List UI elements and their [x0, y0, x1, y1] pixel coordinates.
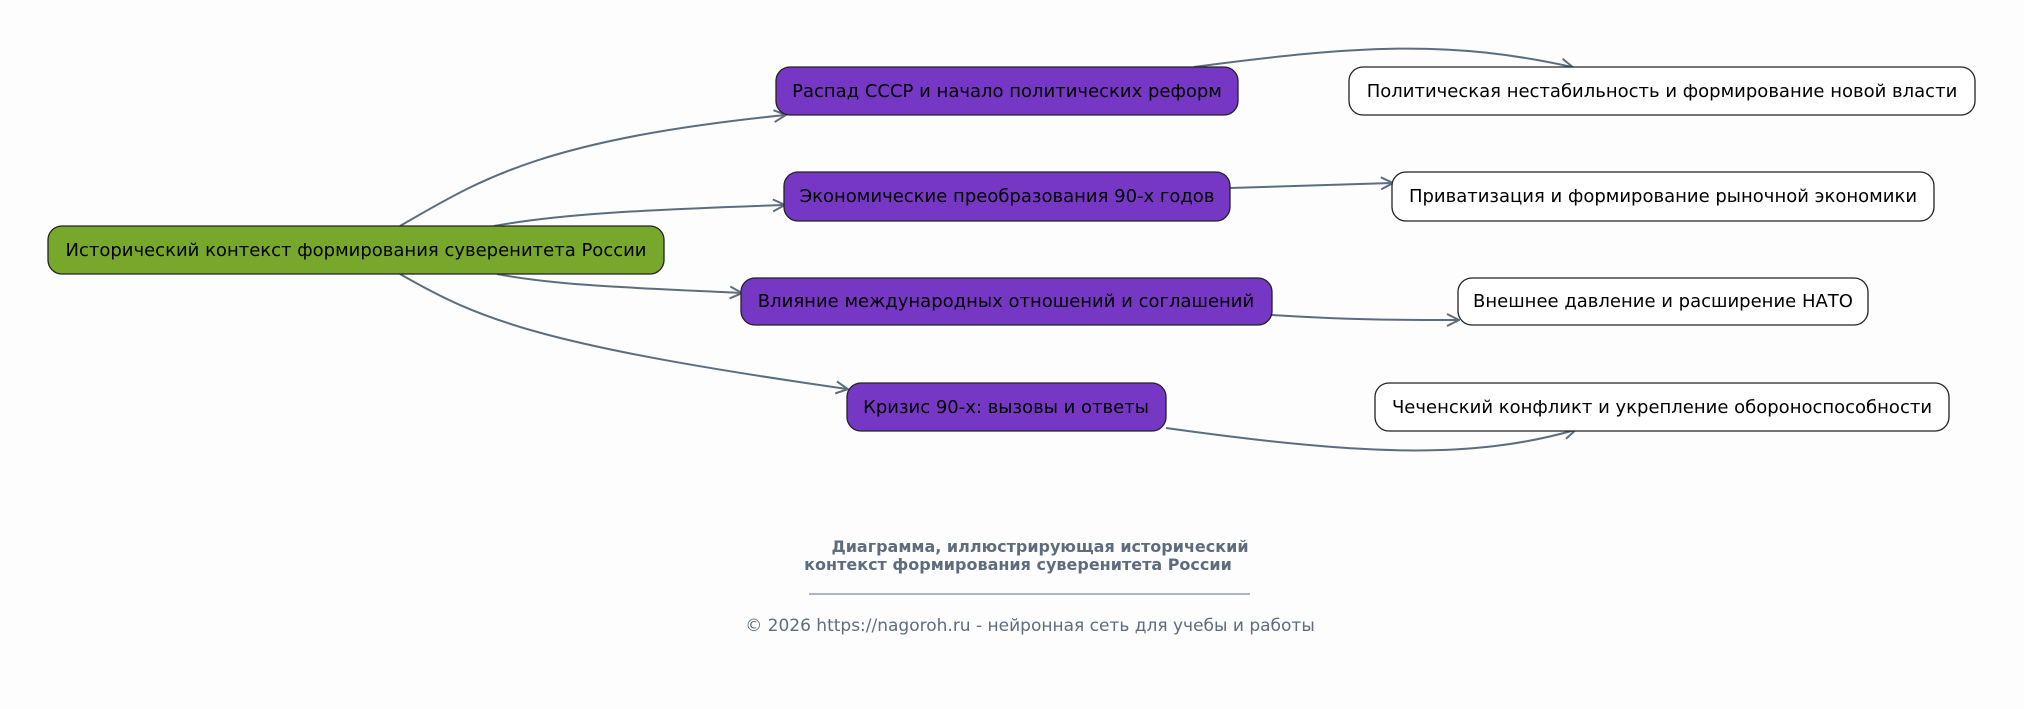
edge-root-branch-2	[493, 205, 784, 227]
edge-branch-3-leaf	[1271, 315, 1458, 320]
branch-node-4[interactable]: Кризис 90-х: вызовы и ответы	[846, 382, 1167, 432]
leaf-node-label: Политическая нестабильность и формирован…	[1367, 81, 1958, 102]
branch-node-label: Влияние международных отношений и соглаш…	[758, 291, 1254, 312]
edge-branch-1-leaf	[1193, 47, 1572, 67]
edge-branch-4-leaf	[1165, 428, 1575, 452]
caption-line-1: Диаграмма, иллюстрирующая исторический	[831, 537, 1248, 556]
leaf-node-1[interactable]: Политическая нестабильность и формирован…	[1348, 66, 1976, 116]
root-node-label: Исторический контекст формирования сувер…	[65, 240, 646, 261]
leaf-node-label: Приватизация и формирование рыночной эко…	[1409, 186, 1917, 207]
edge-root-branch-3	[496, 273, 741, 293]
branch-node-3[interactable]: Влияние международных отношений и соглаш…	[740, 277, 1273, 326]
edge-branch-2-leaf	[1229, 183, 1392, 188]
leaf-node-3[interactable]: Внешнее давление и расширение НАТО	[1457, 277, 1869, 326]
edge-root-branch-1	[399, 115, 785, 227]
branch-node-label: Кризис 90-х: вызовы и ответы	[863, 397, 1149, 418]
root-node[interactable]: Исторический контекст формирования сувер…	[47, 225, 665, 275]
leaf-node-4[interactable]: Чеченский конфликт и укрепление оборонос…	[1374, 382, 1950, 432]
branch-node-1[interactable]: Распад СССР и начало политических реформ	[775, 66, 1239, 116]
branch-node-2[interactable]: Экономические преобразования 90-х годов	[783, 171, 1231, 222]
branch-node-label: Распад СССР и начало политических реформ	[792, 81, 1222, 102]
leaf-node-label: Чеченский конфликт и укрепление оборонос…	[1392, 397, 1932, 418]
branch-node-label: Экономические преобразования 90-х годов	[800, 186, 1215, 207]
edge-root-branch-4	[399, 273, 847, 389]
caption-line-2: контекст формирования суверенитета Росси…	[804, 555, 1232, 574]
leaf-node-2[interactable]: Приватизация и формирование рыночной эко…	[1391, 171, 1935, 222]
footer-copyright: © 2026 https://nagoroh.ru - нейронная се…	[745, 616, 1315, 636]
leaf-node-label: Внешнее давление и расширение НАТО	[1473, 291, 1853, 312]
